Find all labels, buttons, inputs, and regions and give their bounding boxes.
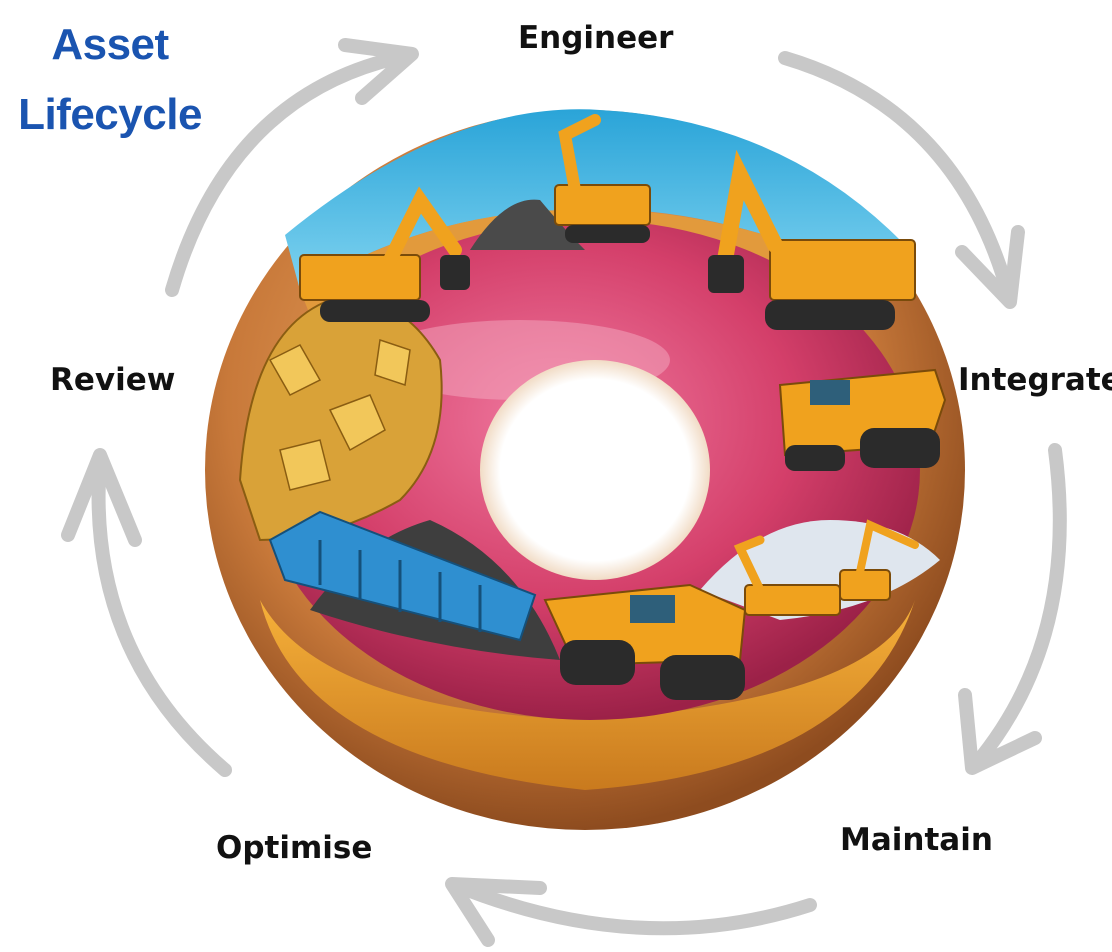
arrow-engineer-to-integrate <box>778 51 1017 307</box>
excavator-center <box>554 114 651 243</box>
arrowhead-integrate <box>955 225 1025 309</box>
title-line-2: Lifecycle <box>18 90 202 139</box>
arrow-maintain-to-optimise <box>448 878 817 936</box>
title-line-1: Asset <box>51 20 169 69</box>
cycle-arrows <box>61 38 1067 947</box>
arrow-review-to-engineer <box>165 48 417 297</box>
arrowhead-maintain <box>958 688 1042 775</box>
excavator-right <box>708 149 916 330</box>
haul-truck-right <box>778 368 947 471</box>
arrowhead-engineer <box>338 38 419 105</box>
haul-truck-bottom <box>543 583 747 700</box>
excavator-left <box>299 186 470 322</box>
diagram-title: Asset Lifecycle <box>8 10 212 150</box>
arrowhead-optimise <box>445 877 547 947</box>
arrowhead-review <box>61 448 142 547</box>
stage-label-engineer: Engineer <box>518 20 674 56</box>
donut-illustration <box>205 109 965 830</box>
arrow-integrate-to-maintain <box>968 443 1067 772</box>
stage-label-maintain: Maintain <box>840 822 993 858</box>
stage-label-optimise: Optimise <box>216 830 373 866</box>
donut-hole <box>480 360 710 580</box>
excavator-bottom-right <box>733 519 919 616</box>
stage-label-review: Review <box>50 362 176 398</box>
blue-ore-car <box>268 510 537 642</box>
donut-bottom-glaze <box>260 600 915 790</box>
arrow-optimise-to-review <box>91 453 232 777</box>
stage-label-integrate: Integrate <box>958 362 1112 398</box>
coal-pile-top <box>470 199 585 250</box>
